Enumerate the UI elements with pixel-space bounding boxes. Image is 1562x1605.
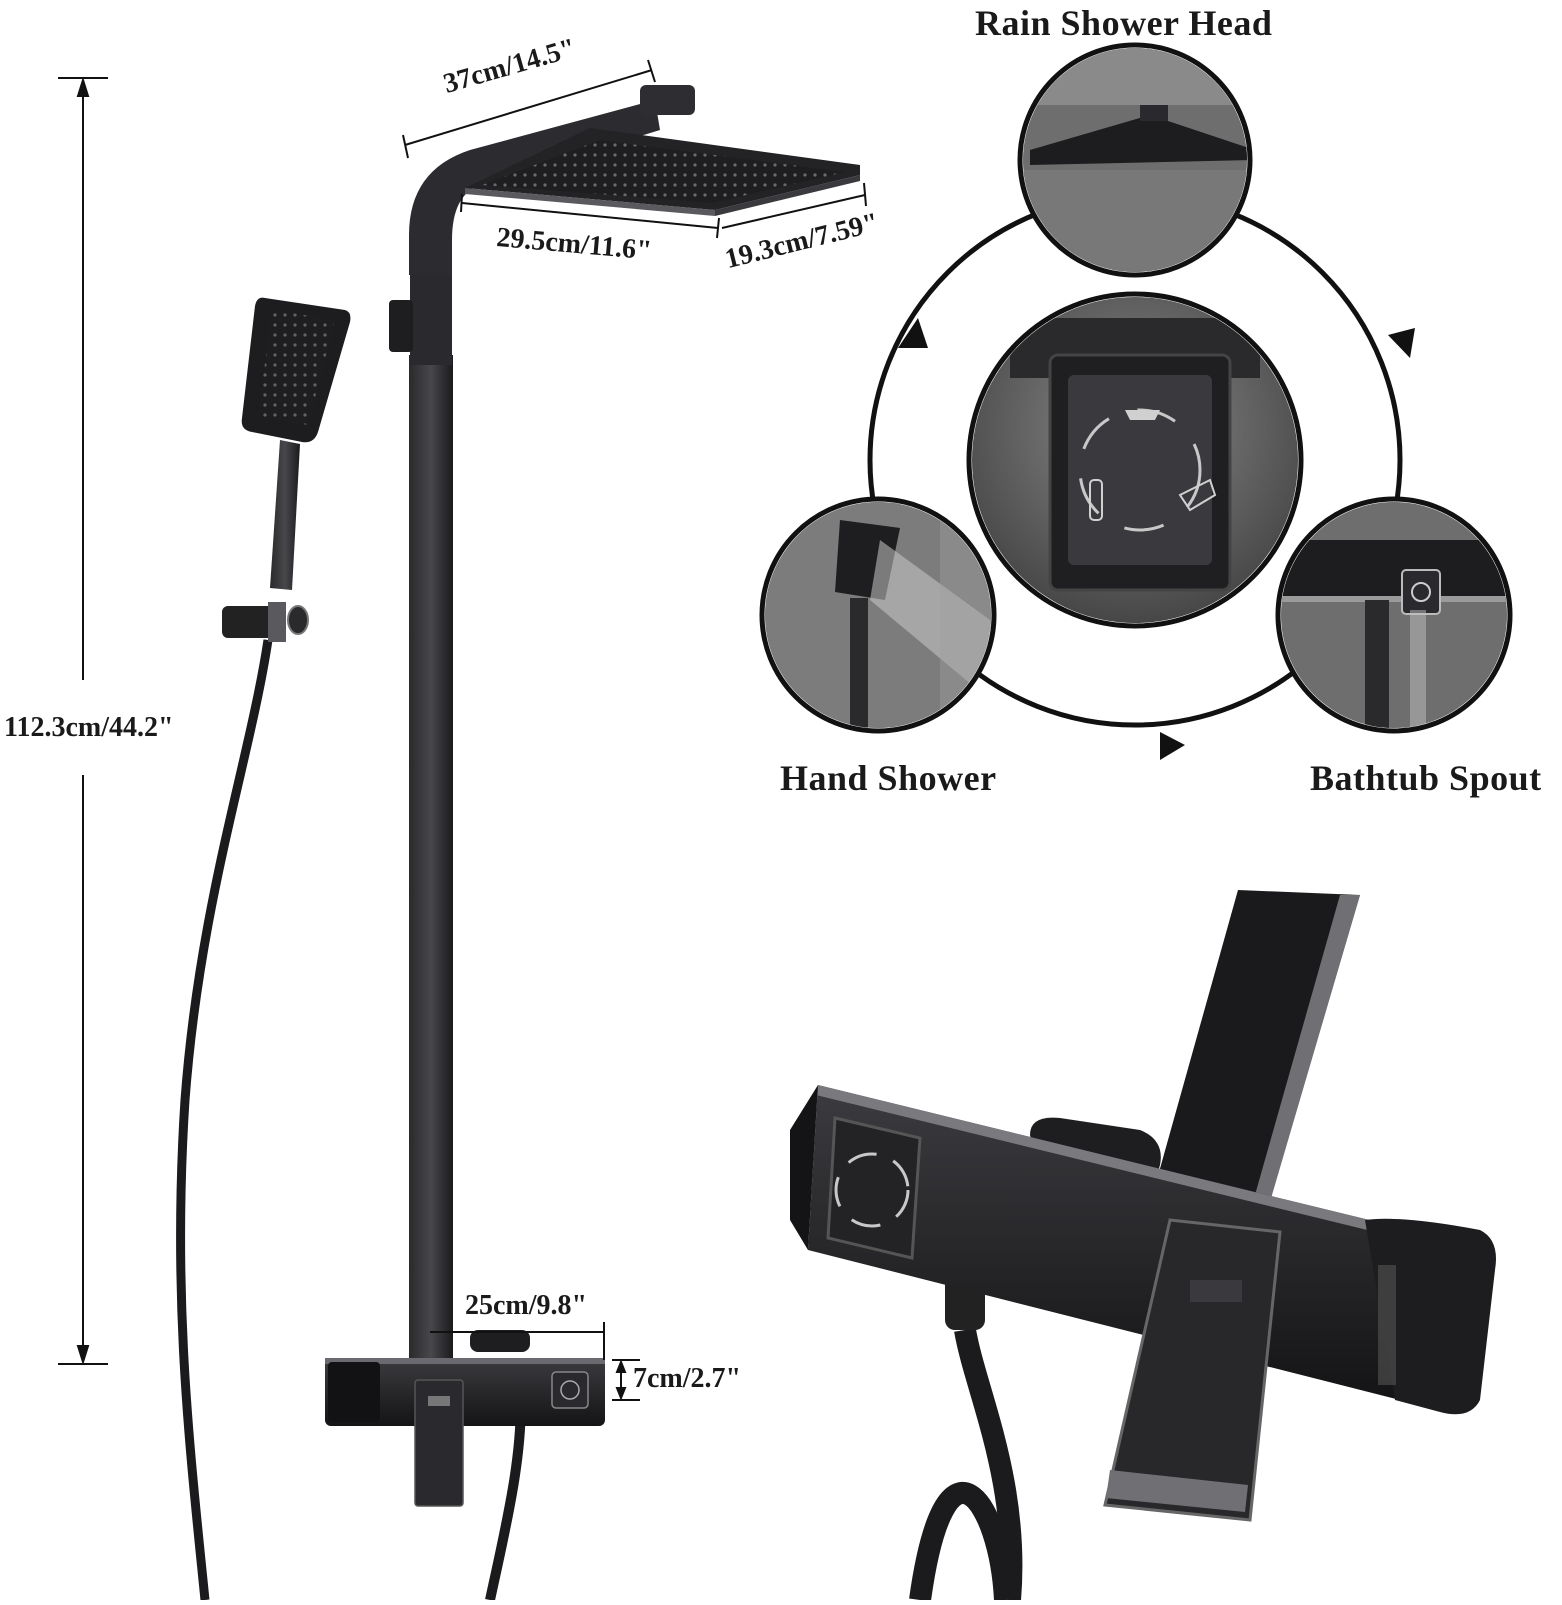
mixer-height-dimension-line [612,1359,640,1401]
bathtub-spout-label: Bathtub Spout [1310,758,1542,798]
hand-shower-holder [222,602,309,642]
hand-shower [241,297,351,590]
mixer-width-dimension-line [430,1322,605,1360]
riser-pole [389,85,695,1365]
hand-mode-photo [759,496,997,734]
total-height-label: 112.3cm/44.2" [4,712,174,743]
rain-shower-head-label: Rain Shower Head [975,3,1273,43]
diverter-knob-photo [966,291,1304,629]
rain-mode-photo [1017,42,1253,278]
arm-dimension-line [402,59,656,159]
head-width-dimension-line [460,193,720,239]
hand-shower-label: Hand Shower [780,758,997,798]
height-dimension-line [58,76,108,1366]
mixer-height-label: 7cm/2.7" [633,1363,742,1394]
thermostatic-mixer [325,1330,605,1507]
cycle-arrow-icon [898,318,1415,760]
head-depth-dimension-line [721,182,867,229]
mixer-closeup [790,890,1496,1602]
spout-mode-photo [1275,496,1513,734]
rain-shower-head [465,128,860,216]
shower-hose [176,639,273,1601]
mixer-width-label: 25cm/9.8" [465,1290,588,1321]
